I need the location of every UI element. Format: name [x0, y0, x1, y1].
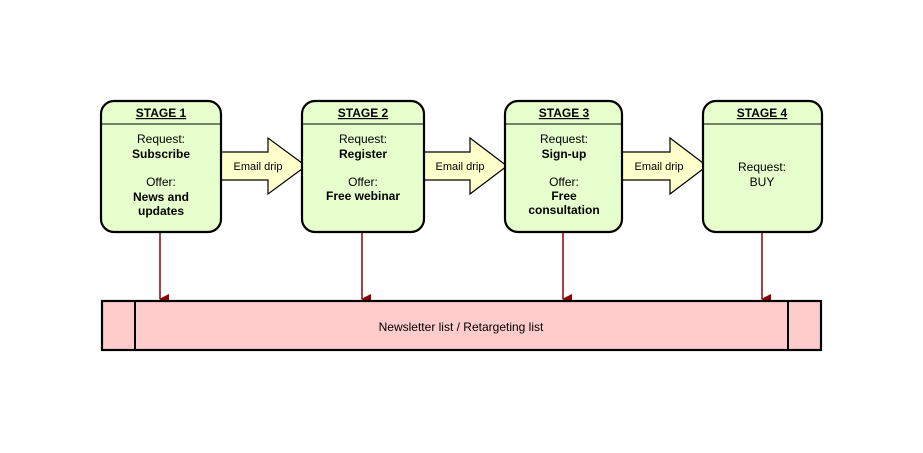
email-drip-label-2: Email drip — [436, 161, 485, 173]
stage-1-request-value: Subscribe — [132, 147, 190, 161]
stage-3-title: STAGE 3 — [539, 106, 590, 120]
stage-2-box: STAGE 2 Request: Register Offer: Free we… — [300, 99, 426, 234]
stage-3-request-value: Sign-up — [542, 147, 587, 161]
stage-4-request-value: BUY — [750, 175, 775, 189]
stage-4-request-label: Request: — [738, 160, 786, 174]
stage-1-request-label: Request: — [137, 132, 185, 146]
stage-4-box: STAGE 4 Request: BUY — [701, 99, 824, 234]
email-drip-label-1: Email drip — [234, 161, 283, 173]
stage-3-offer-line-1: Free — [551, 189, 577, 203]
email-drip-label-3: Email drip — [635, 161, 684, 173]
stage-1-offer-label: Offer: — [146, 175, 176, 189]
stage-1-offer-line-2: updates — [138, 204, 184, 218]
stage-3-offer-line-2: consultation — [528, 203, 599, 217]
stage-3-box: STAGE 3 Request: Sign-up Offer: Free con… — [503, 99, 624, 234]
stage-2-request-label: Request: — [339, 132, 387, 146]
email-drip-arrow-1: Email drip — [220, 136, 308, 196]
stage-1-box: STAGE 1 Request: Subscribe Offer: News a… — [99, 99, 223, 234]
stage-3-offer-label: Offer: — [549, 175, 579, 189]
stage-2-title: STAGE 2 — [338, 106, 389, 120]
stage-2-offer-line-1: Free webinar — [326, 189, 400, 203]
stage-2-request-value: Register — [339, 147, 387, 161]
stage-4-title: STAGE 4 — [737, 106, 788, 120]
email-drip-arrow-2: Email drip — [423, 136, 508, 196]
newsletter-retargeting-list: Newsletter list / Retargeting list — [100, 299, 823, 352]
stage-1-offer-line-1: News and — [133, 190, 189, 204]
stage-3-request-label: Request: — [540, 132, 588, 146]
stage-1-title: STAGE 1 — [136, 106, 187, 120]
email-drip-arrow-3: Email drip — [621, 136, 708, 196]
stage-2-offer-label: Offer: — [348, 175, 378, 189]
list-label: Newsletter list / Retargeting list — [379, 320, 544, 334]
